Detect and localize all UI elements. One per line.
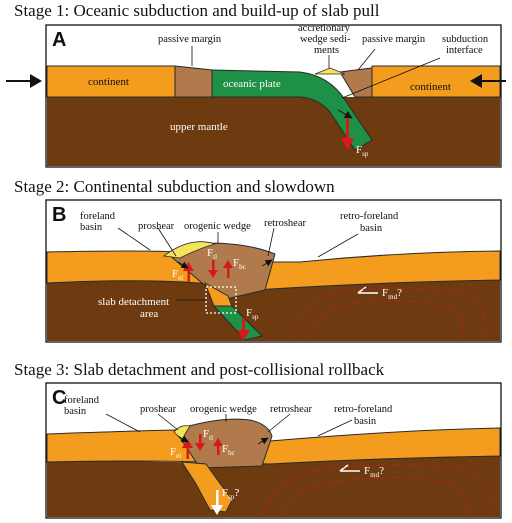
panel-c-leader-retro-foreland [317,419,353,437]
panel-b-retroshear-arrow [261,259,273,267]
panel-c-label-proshear: proshear [140,404,177,415]
panel-a-label-passive-margin-left: passive margin [158,34,222,45]
panel-b-mantle [47,280,500,341]
panel-b-force-sp-arrow [237,318,250,341]
panel-c-force-sp-arrow [211,490,223,515]
panel-b-force-sp: Fsp [246,307,259,321]
panel-c-proshear-arrow [177,435,189,443]
panel-a-force-sp: Fsp [356,144,369,158]
panel-a-label-oceanic-plate: oceanic plate [223,78,281,90]
panel-c-leader-retroshear [267,413,291,433]
panel-b-label-foreland-1: foreland [80,211,116,222]
panel-a-interface-arrow [337,109,353,119]
panel-c-mantle-flow-inner [279,476,468,517]
panel-b-force-bc-arrow [223,260,233,278]
panel-c-label-foreland-1: foreland [64,395,100,406]
panel-a-label-upper-mantle: upper mantle [170,121,228,133]
panel-c-force-el: Fel [170,446,181,460]
panel-a: Stage 1: Oceanic subduction and build-up… [6,1,506,168]
panel-c-force-tl-arrow [195,434,205,451]
panel-c-label-retro-foreland-2: basin [354,416,377,427]
panel-b-label-proshear: proshear [138,221,175,232]
panel-a-label-accretionary-1: accretionary [298,23,351,34]
panel-c-label-retro-foreland-1: retro-foreland [334,404,393,415]
panel-b-force-tl: Ftl [207,247,217,261]
panel-c-mantle-flow-outer [261,463,492,517]
panel-b-letter: B [52,204,66,226]
panel-c: Stage 3: Slab detachment and post-collis… [14,360,502,519]
panel-c-force-bc-arrow [213,438,223,455]
panel-c-orogenic-wedge [174,418,273,469]
panel-b-label-retro-foreland-1: retro-foreland [340,211,399,222]
panel-a-leader-interface [341,57,441,99]
panel-b-force-bc: Fbc [233,257,246,271]
panel-c-label-foreland-2: basin [64,406,87,417]
panel-b-leader-retroshear [267,227,275,257]
panel-b-label-retroshear: retroshear [264,218,306,229]
panel-c-leader-proshear [157,413,179,431]
panel-a-label-accretionary-3: ments [314,45,339,56]
panel-b-leader-retro-foreland [317,233,359,258]
panel-c-force-bc: Fbc [222,443,235,457]
panel-c-letter: C [52,387,66,409]
panel-b-label-slab-2: area [140,308,158,320]
panel-c-title: Stage 3: Slab detachment and post-collis… [14,360,385,379]
panel-a-label-accretionary-2: wedge sedi- [300,34,351,45]
panel-a-passive-margin-left [174,65,213,98]
panel-a-title: Stage 1: Oceanic subduction and build-up… [14,1,380,20]
panel-b-slab-oceanic [212,305,263,341]
panel-c-label-orogenic-wedge: orogenic wedge [190,404,257,415]
panel-a-mantle [47,97,500,166]
panel-a-label-subduction-1: subduction [442,34,489,45]
panel-b-leader-proshear [157,227,177,257]
panel-a-label-passive-margin-right: passive margin [362,34,426,45]
panel-c-retroshear-arrow [257,437,269,445]
panel-b-proshear-arrow [177,261,189,269]
panel-b-force-el: Fel [172,268,183,282]
panel-a-compression-left-arrow [6,74,42,88]
panel-b-sediment [162,241,217,259]
panel-b-leader-foreland [117,227,151,251]
panel-b-mantle-drag-arrow [357,286,378,294]
panel-a-letter: A [52,29,66,51]
panel-a-continent-right [371,65,501,98]
panel-a-leader-passive-right [357,48,376,71]
panel-b-mantle-flow-outer [289,287,487,341]
panel-a-label-subduction-2: interface [446,45,483,56]
panel-b-label-slab-1: slab detachment [98,296,169,308]
panel-c-mantle-drag-arrow [339,464,360,472]
panel-c-force-tl: Ftl [203,428,213,442]
panel-a-label-continent-right: continent [410,81,451,93]
panel-c-leader-foreland [105,413,141,433]
panel-b-force-tl-arrow [208,260,218,278]
panel-c-label-retroshear: retroshear [270,404,312,415]
panel-c-force-sp: Fsp? [222,487,239,501]
panel-b-title: Stage 2: Continental subduction and slow… [14,177,335,196]
panel-c-force-md: Fmd? [364,465,384,479]
panel-a-label-continent-left: continent [88,76,129,88]
panel-b-label-foreland-2: basin [80,222,103,233]
panel-c-continent [46,427,501,465]
panel-b-label-orogenic-wedge: orogenic wedge [184,221,251,232]
panel-c-slab [181,461,233,513]
panel-a-sediment [314,67,346,75]
panel-a-slab-pull-arrow [341,118,354,150]
panel-b-continent [46,250,501,291]
panel-b-force-md: Fmd? [382,287,402,301]
panel-a-oceanic-plate [211,69,373,151]
panel-c-mantle [47,456,500,517]
panel-c-force-el-arrow [182,439,193,459]
panel-b-label-retro-foreland-2: basin [360,223,383,234]
panel-a-compression-right-arrow [470,74,506,88]
panel-b: Stage 2: Continental subduction and slow… [14,177,502,343]
